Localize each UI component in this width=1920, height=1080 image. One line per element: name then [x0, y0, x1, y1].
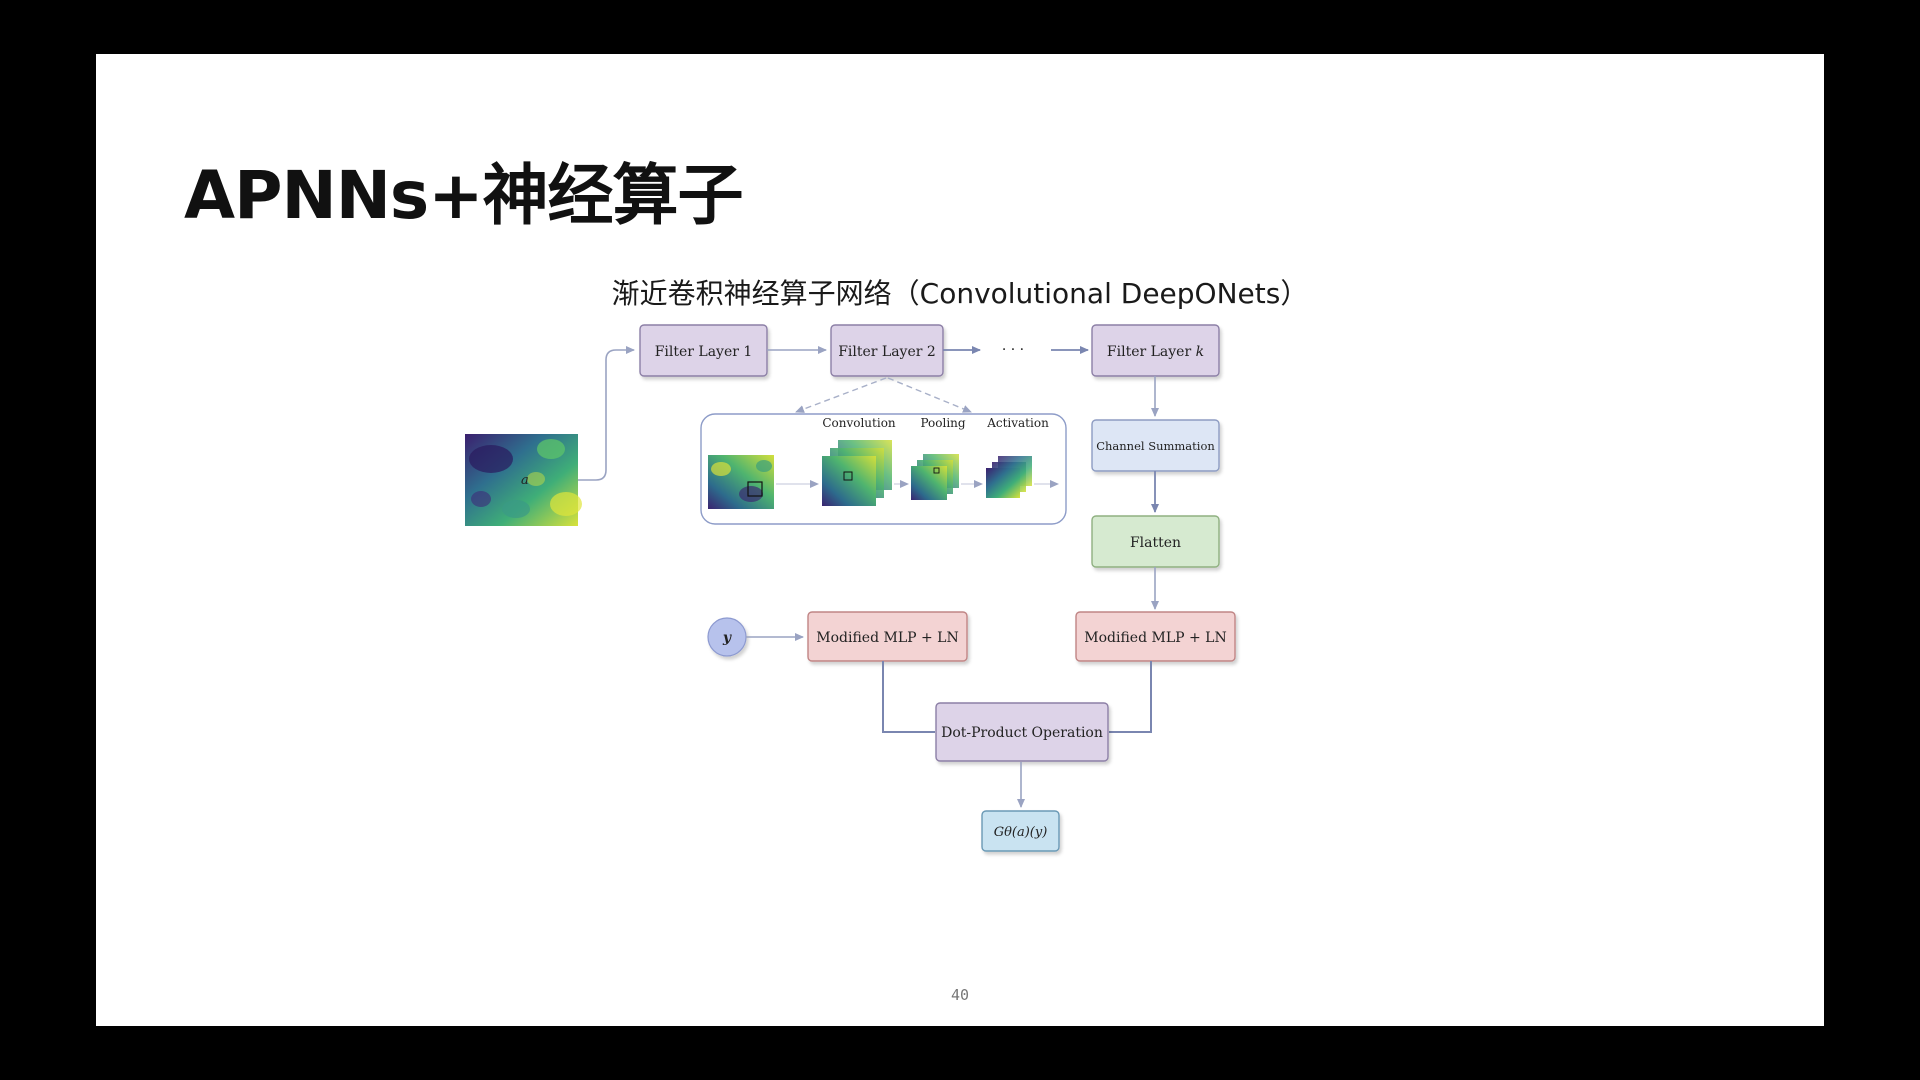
dot-product-box: Dot-Product Operation: [935, 702, 1109, 762]
query-input-label: y: [722, 630, 732, 646]
conv-input-patch-image: [708, 455, 774, 509]
mlp-right-label: Modified MLP + LN: [1084, 630, 1226, 646]
flatten-label: Flatten: [1130, 535, 1181, 551]
ellipsis-label: · · ·: [1002, 342, 1024, 358]
query-input-node: y: [707, 617, 747, 657]
slide-subtitle: 渐近卷积神经算子网络（Convolutional DeepONets）: [611, 277, 1309, 310]
mlp-right-to-dot-connector: [1109, 661, 1152, 733]
filter-layer-2-label: Filter Layer 2: [838, 344, 936, 360]
slide-title: APNNs+神经算子: [184, 157, 744, 234]
dot-product-label: Dot-Product Operation: [941, 725, 1103, 741]
filter-layer-2-box: Filter Layer 2: [830, 324, 944, 377]
expansion-dashed-left: [795, 377, 887, 413]
channel-summation-label: Channel Summation: [1096, 439, 1215, 453]
mlp-left-box: Modified MLP + LN: [807, 611, 968, 662]
mlp-left-label: Modified MLP + LN: [816, 630, 958, 646]
filter-layer-1-label: Filter Layer 1: [655, 344, 753, 360]
stage-pooling-label: Pooling: [920, 416, 965, 430]
expansion-dashed-right: [887, 377, 972, 413]
flatten-box: Flatten: [1091, 515, 1220, 568]
output-box: Gθ(a)(y): [981, 810, 1060, 852]
input-label: a: [521, 473, 529, 488]
convolution-feature-stack: [822, 440, 892, 506]
filter-layer-1-box: Filter Layer 1: [639, 324, 768, 377]
activation-feature-stack: [986, 456, 1032, 498]
input-to-filter1-arrow: [578, 346, 635, 481]
slide: APNNs+神经算子 渐近卷积神经算子网络（Convolutional Deep…: [96, 54, 1824, 1026]
output-label: Gθ(a)(y): [994, 825, 1048, 840]
stage-convolution-label: Convolution: [822, 416, 896, 430]
filter-layer-k-label: Filter Layer k: [1107, 344, 1204, 360]
pooling-feature-stack: [911, 454, 959, 500]
mlp-left-to-dot-connector: [882, 661, 935, 733]
filter-layer-k-box: Filter Layer k: [1091, 324, 1220, 377]
page-number: 40: [950, 986, 970, 1004]
mlp-right-box: Modified MLP + LN: [1075, 611, 1236, 662]
input-field-image: a: [465, 434, 582, 526]
stage-activation-label: Activation: [986, 416, 1049, 430]
channel-summation-box: Channel Summation: [1091, 419, 1220, 472]
filter-detail-panel: Convolution Pooling Activation: [700, 413, 1067, 525]
architecture-diagram: a Filter Layer 1 Filter Layer 2 · · · Fi…: [465, 324, 1236, 852]
